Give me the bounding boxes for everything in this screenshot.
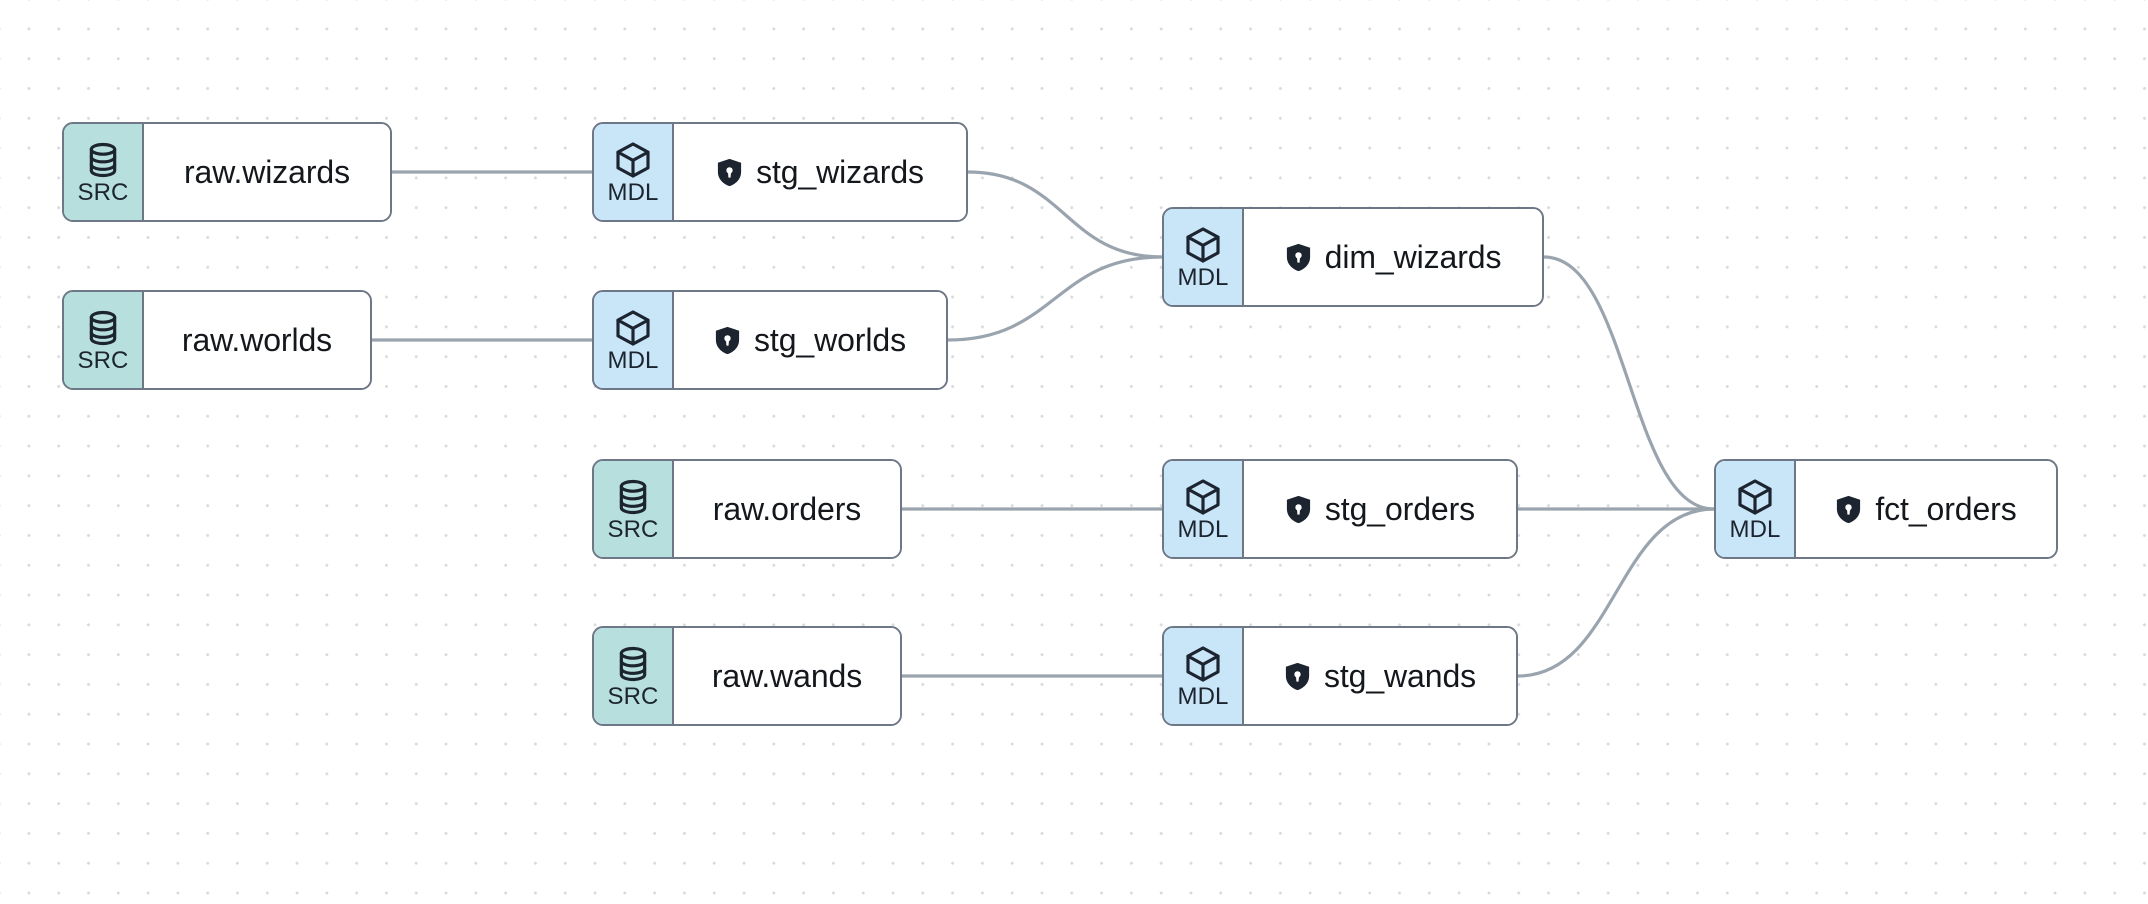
node-body: dim_wizards bbox=[1244, 209, 1542, 305]
node-kind-label: MDL bbox=[1177, 682, 1229, 710]
node-label: stg_wizards bbox=[756, 153, 924, 190]
shield-lock-icon bbox=[1285, 495, 1312, 524]
node-body: raw.orders bbox=[674, 461, 900, 557]
node-stg_worlds[interactable]: MDL stg_worlds bbox=[592, 290, 948, 390]
node-kind-label: MDL bbox=[607, 178, 659, 206]
node-kind-badge-mdl: MDL bbox=[594, 292, 674, 388]
node-kind-label: MDL bbox=[1177, 515, 1229, 543]
node-body: raw.worlds bbox=[144, 292, 370, 388]
node-stg_wizards[interactable]: MDL stg_wizards bbox=[592, 122, 968, 222]
node-kind-badge-src: SRC bbox=[64, 292, 144, 388]
shield-lock-icon bbox=[1284, 662, 1311, 691]
database-icon bbox=[613, 644, 653, 684]
edge-stg_wizards-to-dim_wizards bbox=[966, 170, 1164, 259]
node-body: stg_wands bbox=[1244, 628, 1516, 724]
node-kind-label: MDL bbox=[607, 346, 659, 374]
node-fct_orders[interactable]: MDL fct_orders bbox=[1714, 459, 2058, 559]
node-label: raw.worlds bbox=[181, 321, 333, 358]
database-icon bbox=[83, 308, 123, 348]
cube-icon bbox=[1183, 477, 1223, 517]
cube-icon bbox=[613, 308, 653, 348]
node-raw_orders[interactable]: SRC raw.orders bbox=[592, 459, 902, 559]
cube-icon bbox=[1735, 477, 1775, 517]
node-label: stg_worlds bbox=[754, 321, 906, 358]
shield-lock-icon bbox=[716, 158, 743, 187]
node-label: raw.wizards bbox=[183, 153, 351, 190]
node-dim_wizards[interactable]: MDL dim_wizards bbox=[1162, 207, 1544, 307]
node-kind-badge-mdl: MDL bbox=[1164, 209, 1244, 305]
node-label: dim_wizards bbox=[1324, 238, 1502, 275]
node-label: fct_orders bbox=[1875, 490, 2017, 527]
node-body: stg_orders bbox=[1244, 461, 1516, 557]
node-body: raw.wands bbox=[674, 628, 900, 724]
node-label: raw.orders bbox=[712, 490, 862, 527]
cube-icon bbox=[613, 140, 653, 180]
node-body: fct_orders bbox=[1796, 461, 2056, 557]
database-icon bbox=[83, 140, 123, 180]
edge-dim_wizards-to-fct_orders bbox=[1542, 255, 1716, 511]
node-kind-label: SRC bbox=[77, 346, 129, 374]
node-raw_wizards[interactable]: SRC raw.wizards bbox=[62, 122, 392, 222]
node-label: stg_wands bbox=[1323, 657, 1477, 694]
edge-stg_wands-to-fct_orders bbox=[1516, 507, 1716, 678]
node-raw_wands[interactable]: SRC raw.wands bbox=[592, 626, 902, 726]
node-body: stg_wizards bbox=[674, 124, 966, 220]
shield-lock-icon bbox=[714, 326, 741, 355]
node-kind-label: SRC bbox=[607, 515, 659, 543]
node-kind-badge-mdl: MDL bbox=[594, 124, 674, 220]
node-kind-label: MDL bbox=[1729, 515, 1781, 543]
node-label: raw.wands bbox=[711, 657, 863, 694]
node-kind-label: SRC bbox=[77, 178, 129, 206]
node-kind-badge-src: SRC bbox=[594, 461, 674, 557]
node-kind-label: MDL bbox=[1177, 263, 1229, 291]
node-kind-badge-src: SRC bbox=[594, 628, 674, 724]
node-kind-badge-mdl: MDL bbox=[1164, 628, 1244, 724]
node-label: stg_orders bbox=[1324, 490, 1476, 527]
node-kind-badge-mdl: MDL bbox=[1716, 461, 1796, 557]
node-kind-label: SRC bbox=[607, 682, 659, 710]
node-kind-badge-src: SRC bbox=[64, 124, 144, 220]
cube-icon bbox=[1183, 225, 1223, 265]
node-kind-badge-mdl: MDL bbox=[1164, 461, 1244, 557]
cube-icon bbox=[1183, 644, 1223, 684]
shield-lock-icon bbox=[1835, 495, 1862, 524]
database-icon bbox=[613, 477, 653, 517]
node-stg_orders[interactable]: MDL stg_orders bbox=[1162, 459, 1518, 559]
edge-stg_worlds-to-dim_wizards bbox=[946, 255, 1164, 342]
node-stg_wands[interactable]: MDL stg_wands bbox=[1162, 626, 1518, 726]
node-raw_worlds[interactable]: SRC raw.worlds bbox=[62, 290, 372, 390]
node-body: raw.wizards bbox=[144, 124, 390, 220]
shield-lock-icon bbox=[1285, 243, 1312, 272]
node-body: stg_worlds bbox=[674, 292, 946, 388]
